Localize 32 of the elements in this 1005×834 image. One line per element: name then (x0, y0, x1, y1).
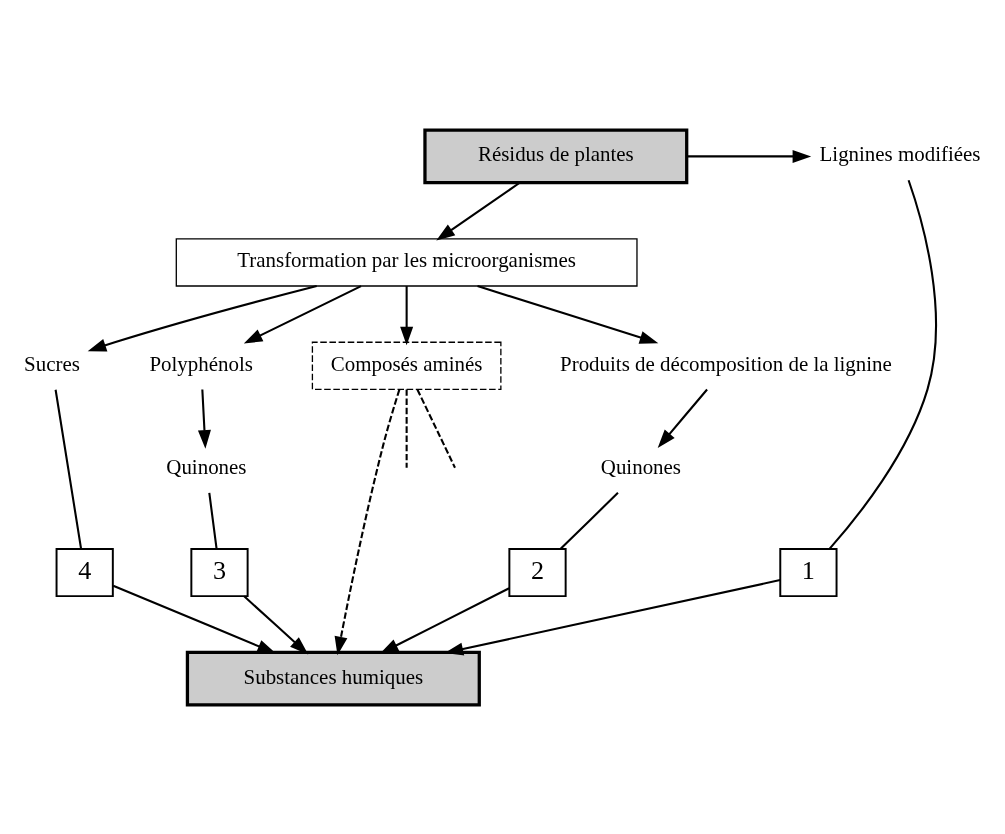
connector (405, 389, 408, 468)
arrow (436, 181, 521, 241)
node-box: Composés aminés (311, 341, 502, 390)
arrow (400, 285, 414, 345)
node-box: 1 (779, 547, 838, 597)
node-text: Produits de décomposition de la lignine (560, 351, 892, 376)
node-text: Lignines modifiées (819, 141, 981, 166)
node-box: Substances humiques (185, 650, 481, 706)
arrow (243, 595, 309, 654)
connector (208, 492, 218, 549)
node-text: Quinones (600, 454, 681, 479)
node-box: 3 (190, 547, 249, 597)
connector (828, 179, 937, 549)
arrow (197, 388, 211, 449)
arrow (379, 586, 510, 654)
connector (54, 389, 83, 549)
node-text: Quinones (166, 454, 247, 479)
arrow (657, 388, 708, 448)
node-box: 2 (508, 547, 567, 597)
node-text: Sucres (24, 351, 80, 376)
node-box: 4 (55, 547, 114, 597)
connector (416, 388, 456, 468)
connector (559, 491, 619, 550)
node-box: Résidus de plantes (423, 128, 689, 184)
arrow (243, 284, 362, 344)
arrow (477, 284, 659, 344)
arrow (87, 284, 317, 351)
node-box: Transformation par les microorganismes (175, 237, 638, 287)
arrow (112, 584, 276, 653)
arrow (334, 388, 401, 655)
node-text: Polyphénols (149, 351, 253, 376)
arrow (686, 149, 812, 163)
